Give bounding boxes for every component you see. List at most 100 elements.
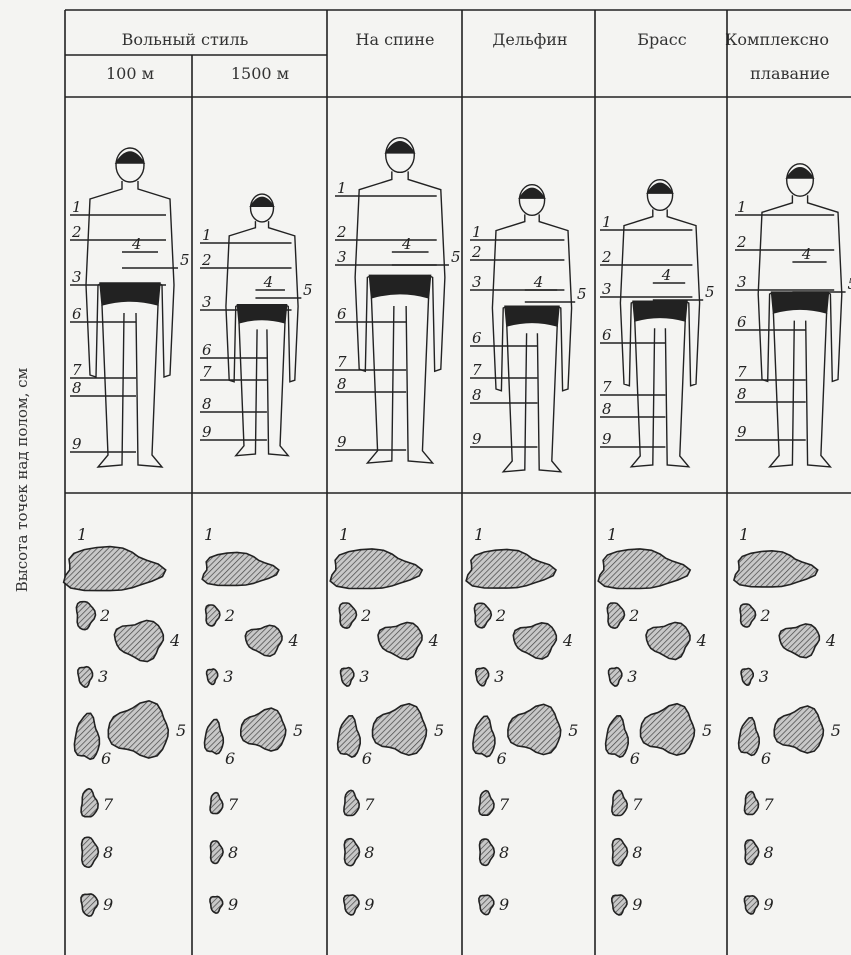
level-label-9: 9 — [472, 430, 482, 448]
footprint-label-6: 6 — [630, 749, 640, 768]
level-label-8: 8 — [202, 395, 212, 413]
level-label-5: 5 — [180, 251, 190, 269]
footprint-7 — [479, 791, 494, 816]
footprint-3 — [476, 668, 489, 686]
level-label-1: 1 — [337, 179, 347, 197]
footprint-label-8: 8 — [364, 843, 374, 862]
footprint-label-8: 8 — [103, 843, 113, 862]
level-label-4: 4 — [263, 273, 274, 291]
footprint-9 — [612, 895, 627, 915]
footprint-3 — [207, 669, 218, 684]
footprint-9 — [744, 896, 758, 914]
footprint-label-3: 3 — [223, 667, 233, 686]
footprint-4 — [114, 620, 163, 661]
footprint-8 — [344, 839, 359, 866]
footprint-label-6: 6 — [761, 749, 771, 768]
footprint-label-4: 4 — [169, 631, 180, 650]
footprint-9 — [479, 895, 494, 915]
footprint-label-9: 9 — [499, 895, 509, 914]
level-label-7: 7 — [472, 361, 482, 379]
footprint-2 — [740, 604, 756, 627]
footprint-7 — [612, 790, 627, 815]
footprint-5 — [108, 701, 168, 758]
swimmer-figure-back: 123456789 — [335, 138, 461, 463]
footprint-label-3: 3 — [759, 667, 769, 686]
footprint-4 — [646, 622, 690, 659]
footprint-5 — [373, 704, 427, 756]
level-label-4: 4 — [533, 273, 544, 291]
footprint-label-9: 9 — [764, 895, 774, 914]
level-label-7: 7 — [202, 363, 212, 381]
footprint-label-1: 1 — [607, 525, 617, 544]
footprint-6 — [606, 716, 629, 757]
level-label-7: 7 — [337, 353, 347, 371]
footprint-label-8: 8 — [228, 843, 238, 862]
level-label-7: 7 — [602, 378, 612, 396]
level-label-3: 3 — [472, 273, 482, 291]
footprint-3 — [741, 668, 753, 685]
level-label-7: 7 — [72, 361, 82, 379]
footprint-label-4: 4 — [825, 631, 836, 650]
footprint-label-2: 2 — [99, 606, 110, 625]
level-label-6: 6 — [72, 305, 82, 323]
footprint-8 — [82, 837, 99, 867]
level-label-9: 9 — [602, 430, 612, 448]
footprint-2 — [206, 605, 220, 626]
footprint-6 — [74, 713, 99, 759]
footprint-label-1: 1 — [204, 525, 214, 544]
level-label-5: 5 — [577, 285, 587, 303]
footprint-8 — [210, 841, 223, 864]
footprint-label-3: 3 — [98, 667, 108, 686]
level-label-5: 5 — [848, 275, 851, 293]
footprint-2 — [474, 603, 491, 628]
footprint-1 — [330, 549, 422, 589]
footprint-label-8: 8 — [764, 843, 774, 862]
level-label-3: 3 — [72, 268, 82, 286]
footprint-7 — [81, 789, 98, 817]
level-label-3: 3 — [337, 248, 347, 266]
level-label-2: 2 — [601, 248, 612, 266]
footprint-8 — [745, 840, 759, 865]
level-label-6: 6 — [472, 329, 482, 347]
footprint-1 — [466, 549, 556, 588]
footprint-label-4: 4 — [696, 631, 707, 650]
footprint-label-5: 5 — [434, 721, 444, 740]
footprint-label-5: 5 — [176, 721, 186, 740]
footprint-label-3: 3 — [359, 667, 369, 686]
level-label-5: 5 — [705, 283, 715, 301]
level-label-9: 9 — [337, 433, 347, 451]
footprint-9 — [344, 895, 359, 915]
footprint-label-8: 8 — [632, 843, 642, 862]
footprint-label-5: 5 — [702, 721, 712, 740]
footprint-label-5: 5 — [568, 721, 578, 740]
footprint-1 — [734, 551, 818, 587]
footprint-7 — [344, 790, 359, 815]
footprint-label-7: 7 — [632, 795, 643, 814]
level-label-5: 5 — [303, 281, 313, 299]
level-label-6: 6 — [337, 305, 347, 323]
footprint-label-7: 7 — [764, 795, 775, 814]
footprint-6 — [739, 718, 760, 756]
table-grid — [65, 10, 851, 955]
footprint-label-7: 7 — [103, 795, 114, 814]
footprint-label-9: 9 — [632, 895, 642, 914]
level-label-6: 6 — [602, 326, 612, 344]
footprint-3 — [78, 667, 93, 688]
footprint-label-2: 2 — [224, 606, 235, 625]
swimmer-figure-free100: 123456789 — [70, 148, 190, 467]
footprint-label-6: 6 — [225, 749, 235, 768]
level-label-3: 3 — [602, 280, 612, 298]
footprint-2 — [339, 603, 356, 628]
footprint-7 — [210, 793, 223, 814]
level-label-1: 1 — [202, 226, 212, 244]
level-label-8: 8 — [472, 386, 482, 404]
footprint-label-5: 5 — [293, 721, 303, 740]
footprint-label-6: 6 — [362, 749, 372, 768]
level-label-7: 7 — [737, 363, 747, 381]
footprint-label-6: 6 — [101, 749, 111, 768]
footprint-label-1: 1 — [739, 525, 749, 544]
